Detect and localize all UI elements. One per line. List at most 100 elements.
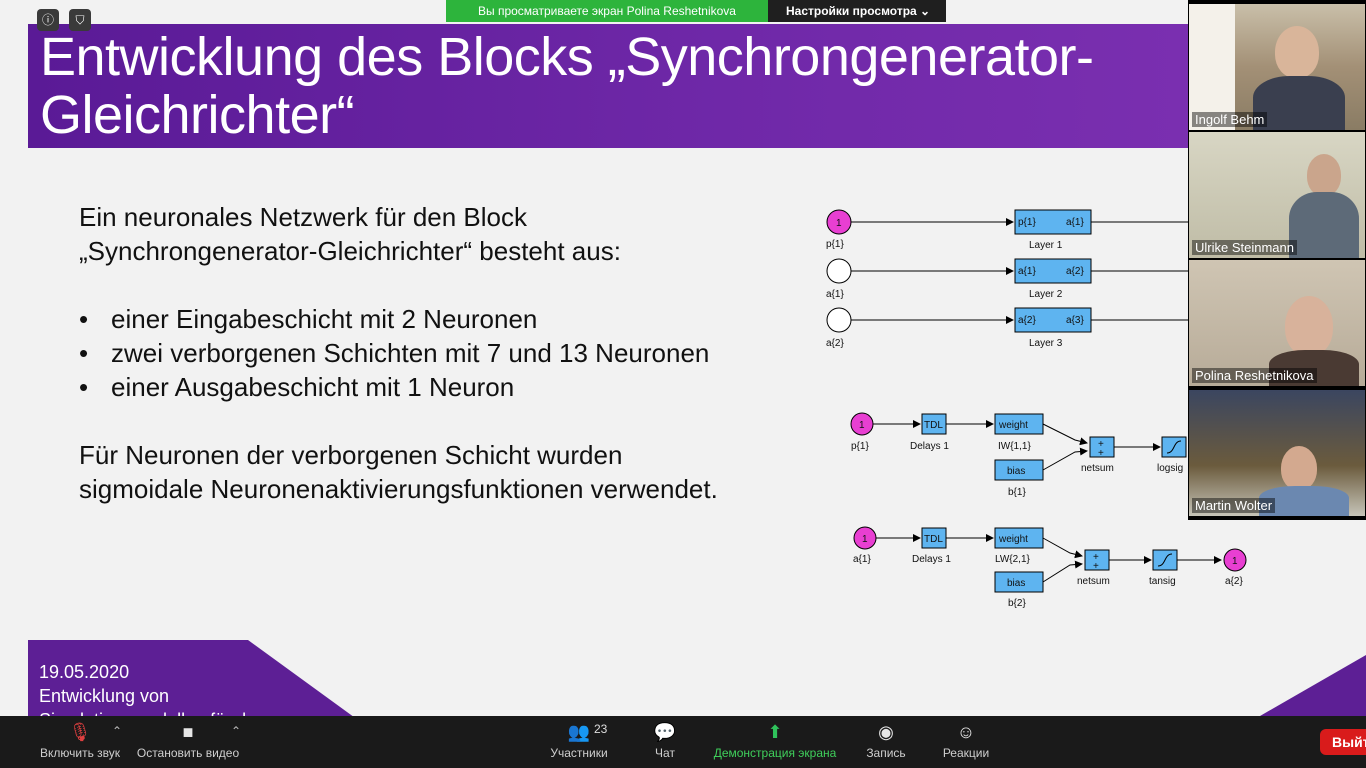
chat-label: Чат xyxy=(655,746,675,760)
video-camera-icon: ■ xyxy=(182,722,194,742)
svg-text:b{1}: b{1} xyxy=(1008,487,1026,498)
bullet-item: zwei verborgenen Schichten mit 7 und 13 … xyxy=(79,336,719,370)
bullet-list: einer Eingabeschicht mit 2 Neuronen zwei… xyxy=(79,302,719,404)
participants-count: 23 xyxy=(594,722,608,736)
view-settings-button[interactable]: Настройки просмотра ⌄ xyxy=(786,0,946,22)
chevron-up-icon[interactable]: ⌃ xyxy=(112,724,123,738)
svg-text:LW{2,1}: LW{2,1} xyxy=(995,554,1030,565)
video-tile[interactable]: Ingolf Behm xyxy=(1189,4,1365,130)
input-node-a2 xyxy=(826,307,852,333)
svg-text:weight: weight xyxy=(998,420,1028,431)
record-button[interactable]: ◉ Запись xyxy=(862,716,910,768)
participant-name: Ulrike Steinmann xyxy=(1192,240,1297,255)
unmute-button[interactable]: 🎙 Включить звук xyxy=(36,716,124,768)
svg-text:logsig: logsig xyxy=(1157,463,1183,474)
layer2-label: Layer 2 xyxy=(1029,289,1063,300)
record-label: Запись xyxy=(866,746,906,760)
share-banner: Вы просматриваете экран Polina Reshetnik… xyxy=(446,0,946,22)
svg-text:p{1}: p{1} xyxy=(851,441,869,452)
layer1-label: Layer 1 xyxy=(1029,240,1063,251)
svg-text:p{1}: p{1} xyxy=(1018,217,1036,228)
reactions-button[interactable]: ☺ Реакции xyxy=(938,716,994,768)
footer-line: Entwicklung von xyxy=(39,686,170,706)
svg-text:+: + xyxy=(1093,552,1099,563)
participants-button[interactable]: 👥 Участники xyxy=(545,716,613,768)
participant-name: Polina Reshetnikova xyxy=(1192,368,1317,383)
share-screen-icon: ⬆ xyxy=(767,722,783,742)
mic-muted-icon: 🎙 xyxy=(68,722,92,742)
footer-cut: Simulationsmodellen für das xyxy=(39,708,265,716)
share-screen-button[interactable]: ⬆ Демонстрация экрана xyxy=(710,716,840,768)
svg-text:bias: bias xyxy=(1007,578,1025,589)
input-node-a1 xyxy=(826,258,852,284)
svg-text:weight: weight xyxy=(998,534,1028,545)
conclusion-text: Für Neuronen der verborgenen Schicht wur… xyxy=(79,440,718,504)
presentation-slide: Entwicklung des Blocks „Synchrongenerato… xyxy=(0,0,1366,716)
svg-text:a{1}: a{1} xyxy=(1018,266,1036,277)
stop-video-label: Остановить видео xyxy=(136,746,240,760)
chat-button[interactable]: 💬 Чат xyxy=(645,716,685,768)
reactions-label: Реакции xyxy=(942,746,990,760)
share-screen-label: Демонстрация экрана xyxy=(713,746,837,760)
participant-name: Martin Wolter xyxy=(1192,498,1276,513)
network-diagram: 1 p{1} p{1} a{1} Layer 1 a{1} a{1} a{2} … xyxy=(826,209,1247,609)
svg-text:netsum: netsum xyxy=(1081,463,1114,474)
svg-text:a{1}: a{1} xyxy=(853,554,871,565)
svg-text:bias: bias xyxy=(1007,466,1025,477)
chevron-up-icon[interactable]: ⌃ xyxy=(231,724,242,738)
chevron-down-icon: ⌄ xyxy=(920,4,931,18)
meeting-toolbar: 🎙 Включить звук ⌃ ■ Остановить видео ⌃ 👥… xyxy=(0,716,1366,768)
svg-text:tansig: tansig xyxy=(1149,576,1176,587)
shield-icon[interactable]: ⛉ xyxy=(69,9,91,31)
layer3-label: Layer 3 xyxy=(1029,338,1063,349)
input-label-p1: p{1} xyxy=(826,239,844,250)
video-tile[interactable]: Ulrike Steinmann xyxy=(1189,132,1365,258)
svg-text:a{1}: a{1} xyxy=(1066,217,1084,228)
chat-icon: 💬 xyxy=(653,722,677,742)
svg-text:a{2}: a{2} xyxy=(1225,576,1243,587)
svg-text:Delays 1: Delays 1 xyxy=(912,554,951,565)
participants-label: Участники xyxy=(550,746,608,760)
info-icon[interactable]: ⓘ xyxy=(37,9,59,31)
bullet-item: einer Eingabeschicht mit 2 Neuronen xyxy=(79,302,719,336)
svg-text:b{2}: b{2} xyxy=(1008,598,1026,609)
svg-text:1: 1 xyxy=(859,420,865,431)
share-status: Вы просматриваете экран Polina Reshetnik… xyxy=(446,0,768,22)
net2-output-node xyxy=(1223,548,1247,572)
unmute-label: Включить звук xyxy=(39,746,121,760)
svg-text:a{2}: a{2} xyxy=(1018,315,1036,326)
svg-text:+: + xyxy=(1098,448,1104,459)
svg-text:TDL: TDL xyxy=(924,534,943,545)
input-label-a1: a{1} xyxy=(826,289,844,300)
svg-text:+: + xyxy=(1093,561,1099,572)
footer-text: 19.05.2020 Entwicklung von Simulationsmo… xyxy=(39,660,265,716)
smiley-icon: ☺ xyxy=(956,722,976,742)
svg-text:1: 1 xyxy=(1232,556,1238,567)
participants-icon: 👥 xyxy=(567,722,591,742)
stop-video-button[interactable]: ■ Остановить видео xyxy=(134,716,242,768)
view-settings-label: Настройки просмотра xyxy=(786,4,917,18)
input-label-a2: a{2} xyxy=(826,338,844,349)
footer-corner xyxy=(1260,655,1366,716)
svg-text:Delays 1: Delays 1 xyxy=(910,441,949,452)
input-num: 1 xyxy=(836,218,842,229)
svg-text:+: + xyxy=(1098,439,1104,450)
slide-title: Entwicklung des Blocks „Synchrongenerato… xyxy=(40,27,1094,145)
svg-text:a{2}: a{2} xyxy=(1066,266,1084,277)
footer-date: 19.05.2020 xyxy=(39,662,130,682)
video-tile[interactable]: Martin Wolter xyxy=(1189,390,1365,516)
video-tile[interactable]: Polina Reshetnikova xyxy=(1189,260,1365,386)
svg-text:IW{1,1}: IW{1,1} xyxy=(998,441,1031,452)
title-bar xyxy=(28,24,1188,148)
svg-text:a{3}: a{3} xyxy=(1066,315,1084,326)
record-icon: ◉ xyxy=(878,722,894,742)
leave-button[interactable]: Выйти xyxy=(1320,729,1366,755)
video-tiles: Ingolf Behm Ulrike Steinmann Polina Resh… xyxy=(1188,0,1366,520)
participant-name: Ingolf Behm xyxy=(1192,112,1268,127)
svg-text:netsum: netsum xyxy=(1077,576,1110,587)
intro-text: Ein neuronales Netzwerk für den Block „S… xyxy=(79,202,621,266)
svg-text:TDL: TDL xyxy=(924,420,943,431)
bullet-item: einer Ausgabeschicht mit 1 Neuron xyxy=(79,370,719,404)
svg-text:1: 1 xyxy=(862,534,868,545)
slide-body: Ein neuronales Netzwerk für den Block „S… xyxy=(79,200,719,506)
